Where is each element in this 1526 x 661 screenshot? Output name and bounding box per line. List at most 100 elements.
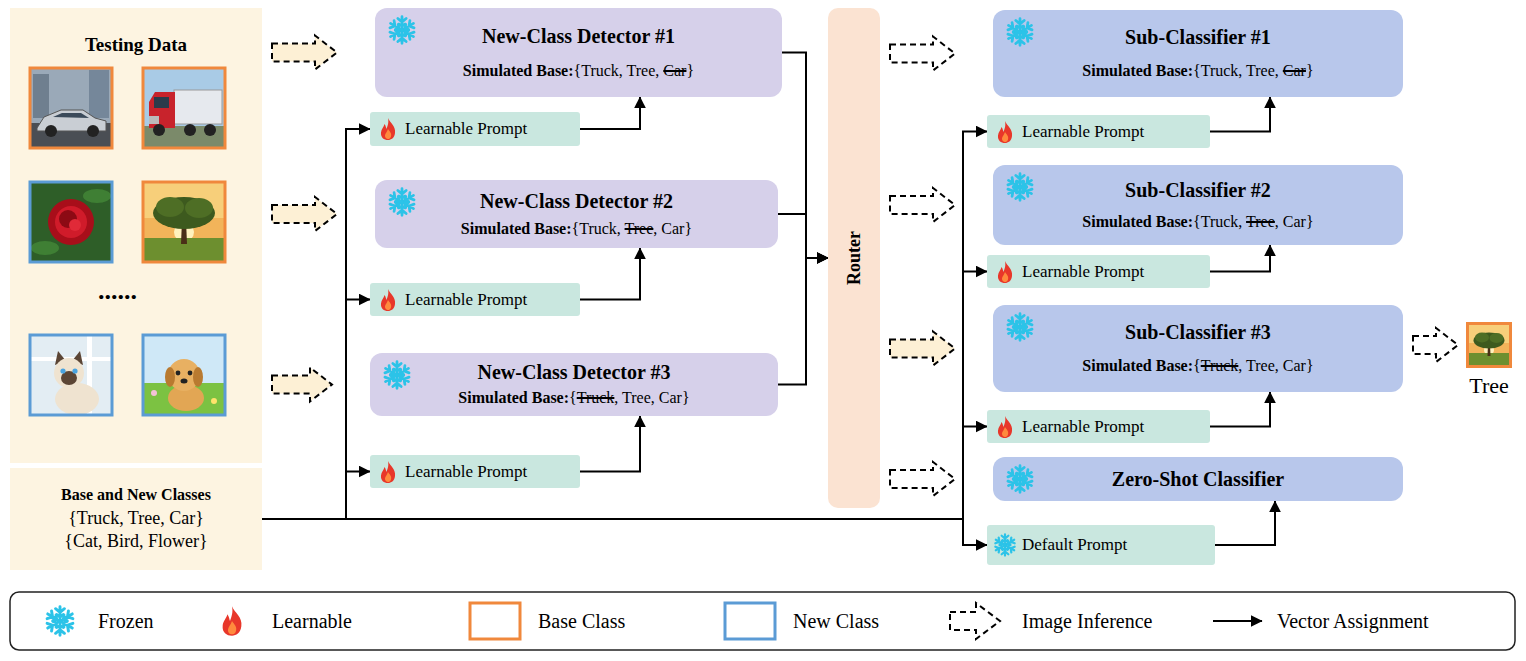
node-title: Tree (1469, 373, 1509, 398)
legend-text: Image Inference (1022, 610, 1152, 633)
node-title: New-Class Detector #2 (480, 190, 673, 213)
class-name: Car (1283, 62, 1306, 79)
class-name: Truck (1201, 62, 1239, 79)
dog-image (144, 335, 224, 415)
text-part: Simulated Base: (461, 220, 572, 237)
node-title: Default Prompt (1022, 535, 1127, 555)
node-body: Simulated Base:{Truck, Tree, Car} (1082, 357, 1313, 375)
vector-arrow (580, 248, 640, 300)
dashed-block-arrow (272, 36, 337, 70)
node-title: Router (844, 231, 865, 285)
detector-box: New-Class Detector #3 Simulated Base:{Tru… (370, 353, 778, 416)
class-name: Tree (1246, 213, 1275, 230)
class-list-box: Base and New Classes{Truck, Tree, Car}{C… (10, 468, 262, 570)
node-body: {Truck, Tree, Car} (68, 508, 204, 529)
node-title: Testing Data (85, 34, 187, 56)
legend-text: Vector Assignment (1277, 610, 1429, 633)
text-part: Simulated Base: (1082, 213, 1193, 230)
text-part: Simulated Base: (463, 62, 574, 79)
tree-image (1469, 325, 1509, 365)
class-name: Tree (625, 220, 654, 237)
snowflake-icon (1005, 17, 1035, 47)
new-class-swatch (725, 603, 775, 639)
flame-icon (993, 415, 1017, 439)
router-bar: Router (828, 8, 880, 508)
dashed-block-arrow (272, 197, 337, 231)
dashed-block-arrow (272, 368, 332, 402)
legend-text: Learnable (272, 610, 352, 633)
node-body: Simulated Base:{Truck, Tree, Car} (458, 389, 689, 407)
sample-images (10, 8, 262, 463)
node-body: Simulated Base:{Truck, Tree, Car} (463, 62, 694, 80)
vector-arrow (580, 97, 640, 129)
node-body: {Cat, Bird, Flower} (64, 531, 207, 552)
node-title: New-Class Detector #1 (482, 25, 675, 48)
legend-frame (10, 592, 1515, 650)
node-title: Learnable Prompt (405, 462, 527, 482)
vector-arrow (1210, 392, 1270, 427)
detector-box: New-Class Detector #1 Simulated Base:{Tru… (375, 8, 782, 97)
node-title: Learnable Prompt (405, 290, 527, 310)
flame-icon (223, 606, 242, 635)
class-name: Tree (622, 389, 651, 406)
snowflake-icon (382, 360, 412, 390)
snowflake-icon (387, 15, 417, 45)
flame-icon (993, 120, 1017, 144)
snowflake-icon (1005, 172, 1035, 202)
snowflake-icon (993, 533, 1017, 557)
vector-arrow (262, 472, 370, 520)
prompt-box: Learnable Prompt (987, 255, 1210, 288)
classifier-box: Zero-Shot Classifier (993, 457, 1403, 501)
legend-text: Frozen (98, 610, 154, 633)
legend-text: New Class (793, 610, 879, 633)
vector-arrow (778, 258, 828, 385)
snowflake-icon (46, 607, 75, 635)
vector-arrow (778, 214, 828, 258)
car-image (31, 68, 111, 148)
vector-arrow (262, 300, 370, 520)
output-image: Tree (1466, 322, 1512, 368)
dashed-block-arrow (890, 462, 955, 496)
node-title: Learnable Prompt (1022, 262, 1144, 282)
node-body: Simulated Base:{Truck, Tree, Car} (1082, 62, 1313, 80)
flame-icon (376, 117, 400, 141)
prompt-box: Learnable Prompt (370, 283, 580, 316)
class-name: Car (1283, 213, 1306, 230)
node-title: New-Class Detector #3 (478, 361, 671, 384)
vector-arrow (262, 519, 987, 545)
detector-box: New-Class Detector #2Simulated Base:{Tru… (375, 180, 778, 248)
legend-text: Base Class (538, 610, 625, 633)
prompt-box: Default Prompt (987, 525, 1215, 565)
node-title: Sub-Classifier #3 (1125, 321, 1271, 344)
input-panel: Testing Data (10, 8, 262, 463)
class-name: Truck (581, 62, 619, 79)
prompt-box: Learnable Prompt (987, 115, 1210, 148)
dashed-block-arrow (890, 332, 955, 366)
dashed-arrow-sample (950, 603, 1000, 639)
ellipsis-label: ...... (98, 276, 137, 306)
vector-arrow (1210, 97, 1270, 132)
tree-image (144, 182, 224, 262)
vector-arrow (262, 129, 370, 519)
flame-icon (376, 460, 400, 484)
node-body: Simulated Base:{Truck, Tree, Car} (1082, 213, 1313, 231)
node-title: Sub-Classifier #1 (1125, 26, 1271, 49)
truck-image (144, 68, 224, 148)
classifier-box: Sub-Classifier #3 Simulated Base:{Truck, … (993, 305, 1403, 392)
class-name: Tree (627, 62, 656, 79)
dashed-block-arrow (890, 188, 955, 222)
node-title: Sub-Classifier #2 (1125, 179, 1271, 202)
class-name: Truck (1201, 357, 1239, 374)
class-name: Truck (577, 389, 615, 406)
snowflake-icon (1005, 312, 1035, 342)
classifier-box: Sub-Classifier #2 Simulated Base:{Truck, … (993, 165, 1403, 245)
class-name: Car (663, 62, 686, 79)
class-name: Car (659, 389, 682, 406)
class-name: Car (1283, 357, 1306, 374)
vector-arrow (580, 416, 640, 472)
prompt-box: Learnable Prompt (370, 455, 580, 488)
vector-arrow (1215, 501, 1275, 545)
text-part: Simulated Base: (1082, 357, 1193, 374)
vector-arrow (1210, 245, 1270, 272)
